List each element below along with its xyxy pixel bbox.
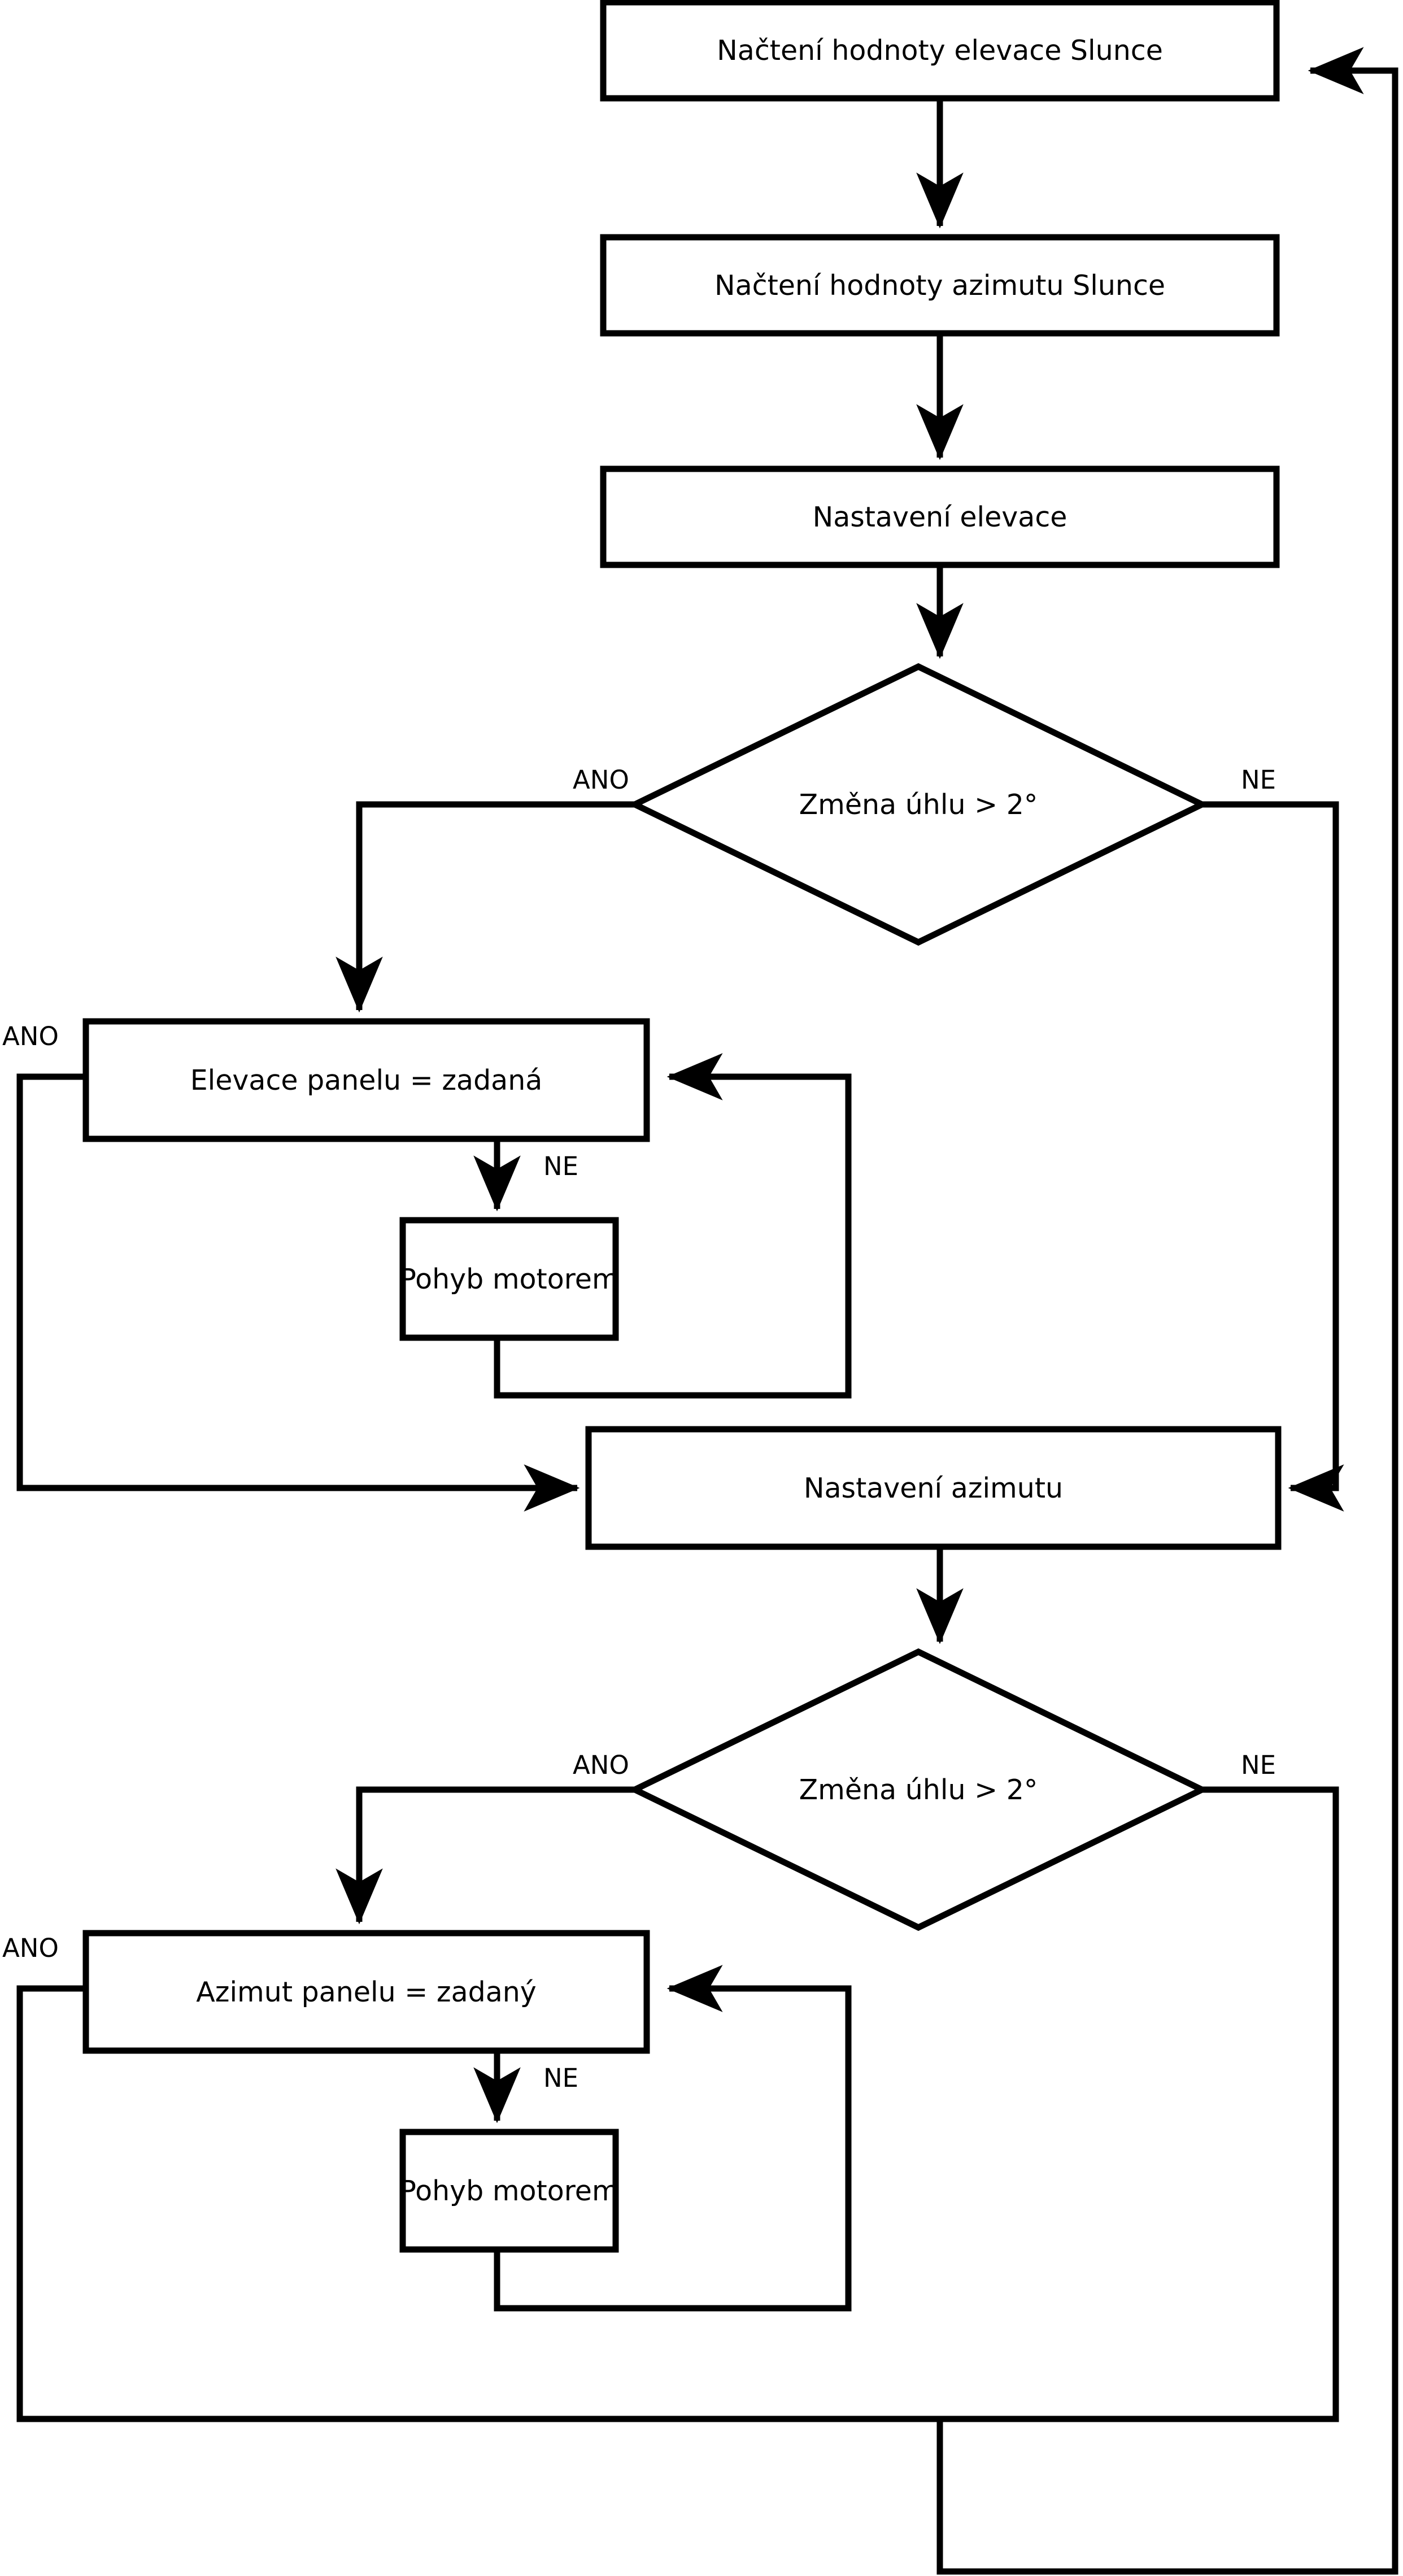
edge-decision-azim-no xyxy=(940,1786,1339,2422)
edge-motor-azim-loopback xyxy=(494,1965,852,2312)
node-label-set-azimuth: Nastavení azimutu xyxy=(803,1472,1064,1504)
edge-panel-elev-yes-to-set-azimuth xyxy=(16,1073,580,1512)
edge-label-azimuth-loop-yes: ANO xyxy=(2,1933,59,1963)
node-decision-elevation xyxy=(628,663,1209,946)
edge-label-azimuth-yes: ANO xyxy=(573,1750,629,1780)
edge-label-elevation-yes: ANO xyxy=(573,765,629,795)
edge-motor-elev-loopback xyxy=(494,1053,852,1399)
node-label-decision-azimuth: Změna úhlu > 2° xyxy=(799,1773,1038,1806)
node-label-decision-elevation: Změna úhlu > 2° xyxy=(799,788,1038,821)
node-label-read-elevation: Načtení hodnoty elevace Slunce xyxy=(717,34,1163,67)
node-label-panel-azimuth: Azimut panelu = zadaný xyxy=(196,1975,537,2008)
node-set-azimuth xyxy=(585,1426,1282,1550)
node-label-read-azimuth: Načtení hodnoty azimutu Slunce xyxy=(714,269,1166,302)
node-read-elevation xyxy=(600,0,1280,102)
edge-label-elevation-loop-yes: ANO xyxy=(2,1021,59,1051)
node-label-motor-azimuth: Pohyb motorem xyxy=(399,2174,619,2207)
node-panel-elevation xyxy=(82,1018,650,1142)
edge-label-elevation-loop-no: NE xyxy=(543,1151,579,1181)
edge-label-elevation-no: NE xyxy=(1241,765,1276,795)
node-label-panel-elevation: Elevace panelu = zadaná xyxy=(190,1064,543,1096)
edge-decision-elev-no xyxy=(1202,801,1344,1512)
node-label-set-elevation: Nastavení elevace xyxy=(812,501,1068,533)
node-motor-azimuth xyxy=(399,2129,619,2253)
edge-label-azimuth-no: NE xyxy=(1241,1750,1276,1780)
edge-label-azimuth-loop-no: NE xyxy=(543,2063,579,2093)
node-motor-elevation xyxy=(399,1217,619,1341)
edge-decision-elev-yes xyxy=(336,801,635,1013)
edge-panel-azim-yes-to-return xyxy=(16,1985,940,2422)
edge-main-return-to-start xyxy=(936,47,1398,2575)
node-label-motor-elevation: Pohyb motorem xyxy=(399,1263,619,1295)
edge-decision-azim-yes xyxy=(336,1786,635,1925)
node-panel-azimuth xyxy=(82,1930,650,2054)
node-decision-azimuth xyxy=(628,1648,1209,1931)
